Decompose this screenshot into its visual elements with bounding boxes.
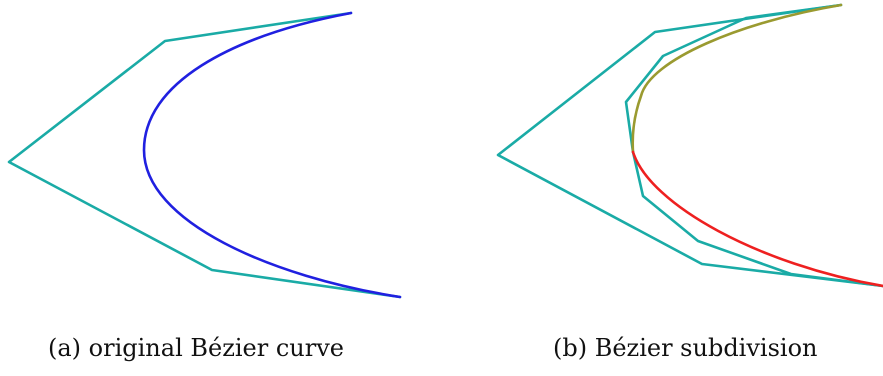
panel-subdivision	[496, 3, 883, 288]
bezier-curve-left-half	[631, 3, 843, 154]
control-polygon-original	[7, 11, 402, 299]
caption-subdivision: (b) Bézier subdivision	[553, 334, 818, 362]
panel-original	[7, 11, 402, 299]
bezier-curve-right-half	[631, 150, 883, 288]
control-polygon-full	[496, 3, 883, 288]
control-polygon-right-half	[631, 150, 883, 288]
bezier-curve-original	[142, 11, 402, 299]
control-polygon-left-half	[624, 3, 843, 154]
caption-original-curve: (a) original Bézier curve	[48, 334, 344, 362]
